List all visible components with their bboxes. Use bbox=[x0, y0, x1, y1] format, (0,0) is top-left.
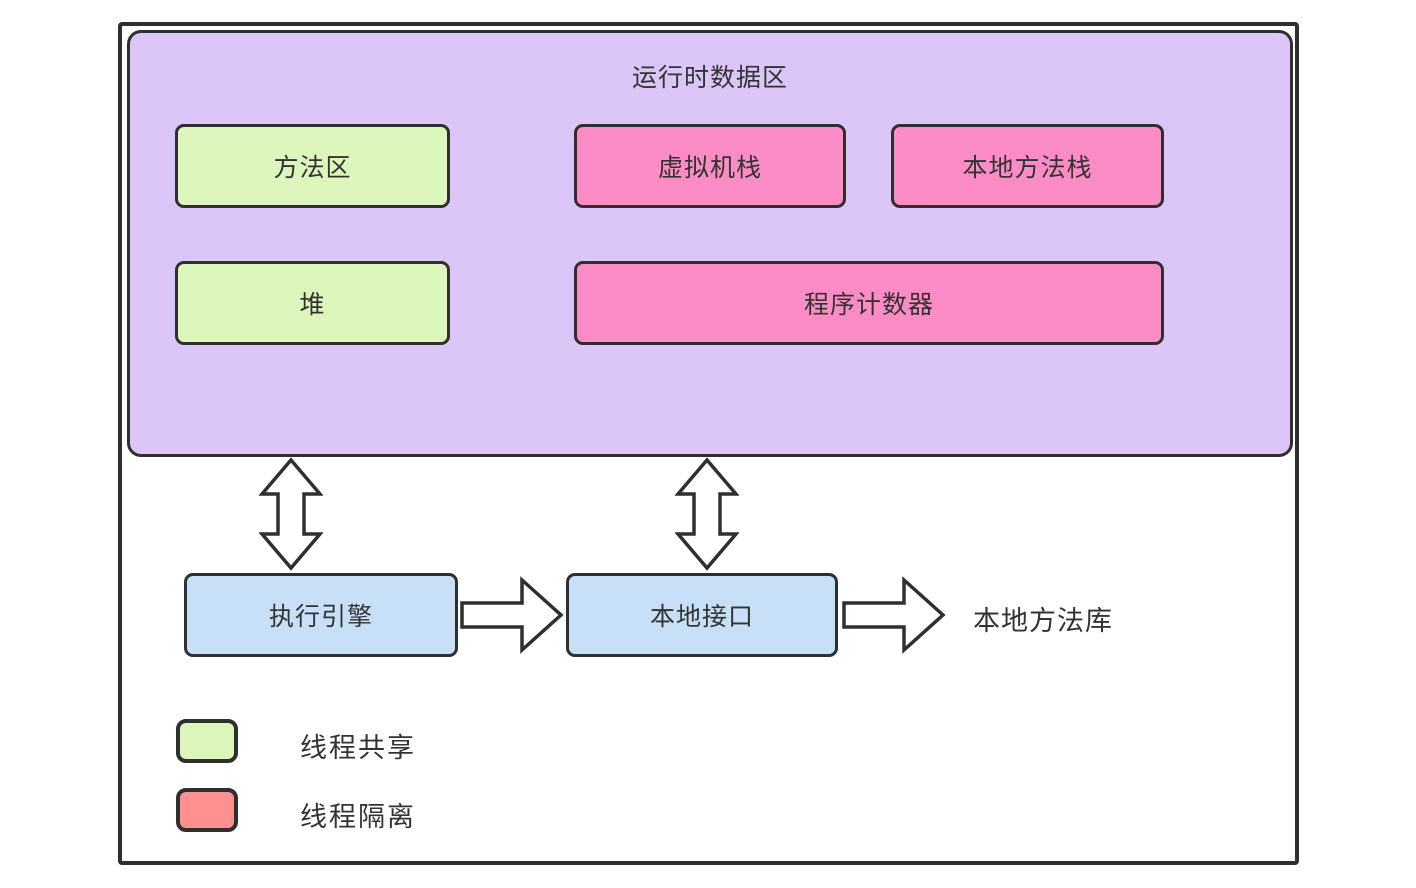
runtime-data-area-title: 运行时数据区 bbox=[631, 64, 788, 92]
program-counter-box: 程序计数器 bbox=[574, 261, 1164, 345]
vm-stack-label: 虚拟机栈 bbox=[657, 154, 762, 182]
legend-label-thread-shared: 线程共享 bbox=[300, 733, 416, 763]
method-area-label: 方法区 bbox=[273, 154, 352, 182]
native-method-stack-label: 本地方法栈 bbox=[962, 154, 1093, 182]
legend-label-thread-isolated: 线程隔离 bbox=[300, 802, 416, 832]
native-library-label: 本地方法库 bbox=[973, 606, 1113, 636]
native-interface-box: 本地接口 bbox=[566, 573, 838, 657]
execution-engine-label: 执行引擎 bbox=[268, 603, 373, 631]
legend-swatch-thread-isolated bbox=[176, 788, 238, 832]
method-area-box: 方法区 bbox=[175, 124, 450, 208]
bidirectional-arrow-native-interface bbox=[675, 457, 739, 571]
arrow-interface-to-library bbox=[842, 576, 946, 654]
heap-box: 堆 bbox=[175, 261, 450, 345]
heap-label: 堆 bbox=[299, 291, 326, 319]
execution-engine-box: 执行引擎 bbox=[184, 573, 458, 657]
arrow-engine-to-interface bbox=[460, 576, 564, 654]
bidirectional-arrow-execution-engine bbox=[259, 457, 323, 571]
native-method-stack-box: 本地方法栈 bbox=[891, 124, 1164, 208]
program-counter-label: 程序计数器 bbox=[803, 291, 934, 319]
native-interface-label: 本地接口 bbox=[649, 603, 754, 631]
legend-swatch-thread-shared bbox=[176, 719, 238, 763]
vm-stack-box: 虚拟机栈 bbox=[574, 124, 846, 208]
runtime-data-area bbox=[127, 30, 1293, 457]
